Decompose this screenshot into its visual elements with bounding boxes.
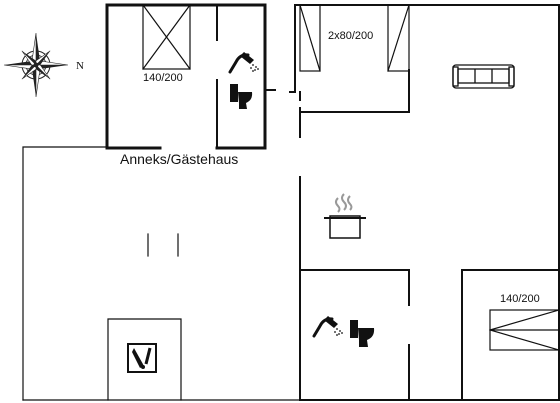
compass-rose-icon (3, 32, 69, 98)
shower-icon (312, 316, 343, 338)
main-bedroom-bed-size-label: 2x80/200 (328, 30, 374, 42)
door-marks (264, 89, 301, 101)
toilet-icon (350, 320, 375, 347)
bottom-bedroom-bed-size-label: 140/200 (500, 293, 540, 305)
annex-walls (105, 3, 267, 150)
main-house-walls (289, 4, 560, 401)
annex-room-label: Anneks/Gästehaus (120, 151, 239, 167)
north-label: N (76, 60, 84, 72)
bed-main-left (299, 4, 321, 72)
cooking-pot-icon (324, 193, 366, 239)
annex-bed-size-label: 140/200 (143, 72, 183, 84)
bed-bottom-right (489, 309, 560, 351)
toilet-icon (230, 84, 253, 109)
bed-main-right (387, 4, 410, 72)
fireplace-icon (127, 343, 157, 373)
terrace-outline (22, 146, 301, 401)
shower-icon (228, 52, 259, 74)
bed-annex (142, 4, 191, 70)
sofa-icon (452, 64, 515, 89)
